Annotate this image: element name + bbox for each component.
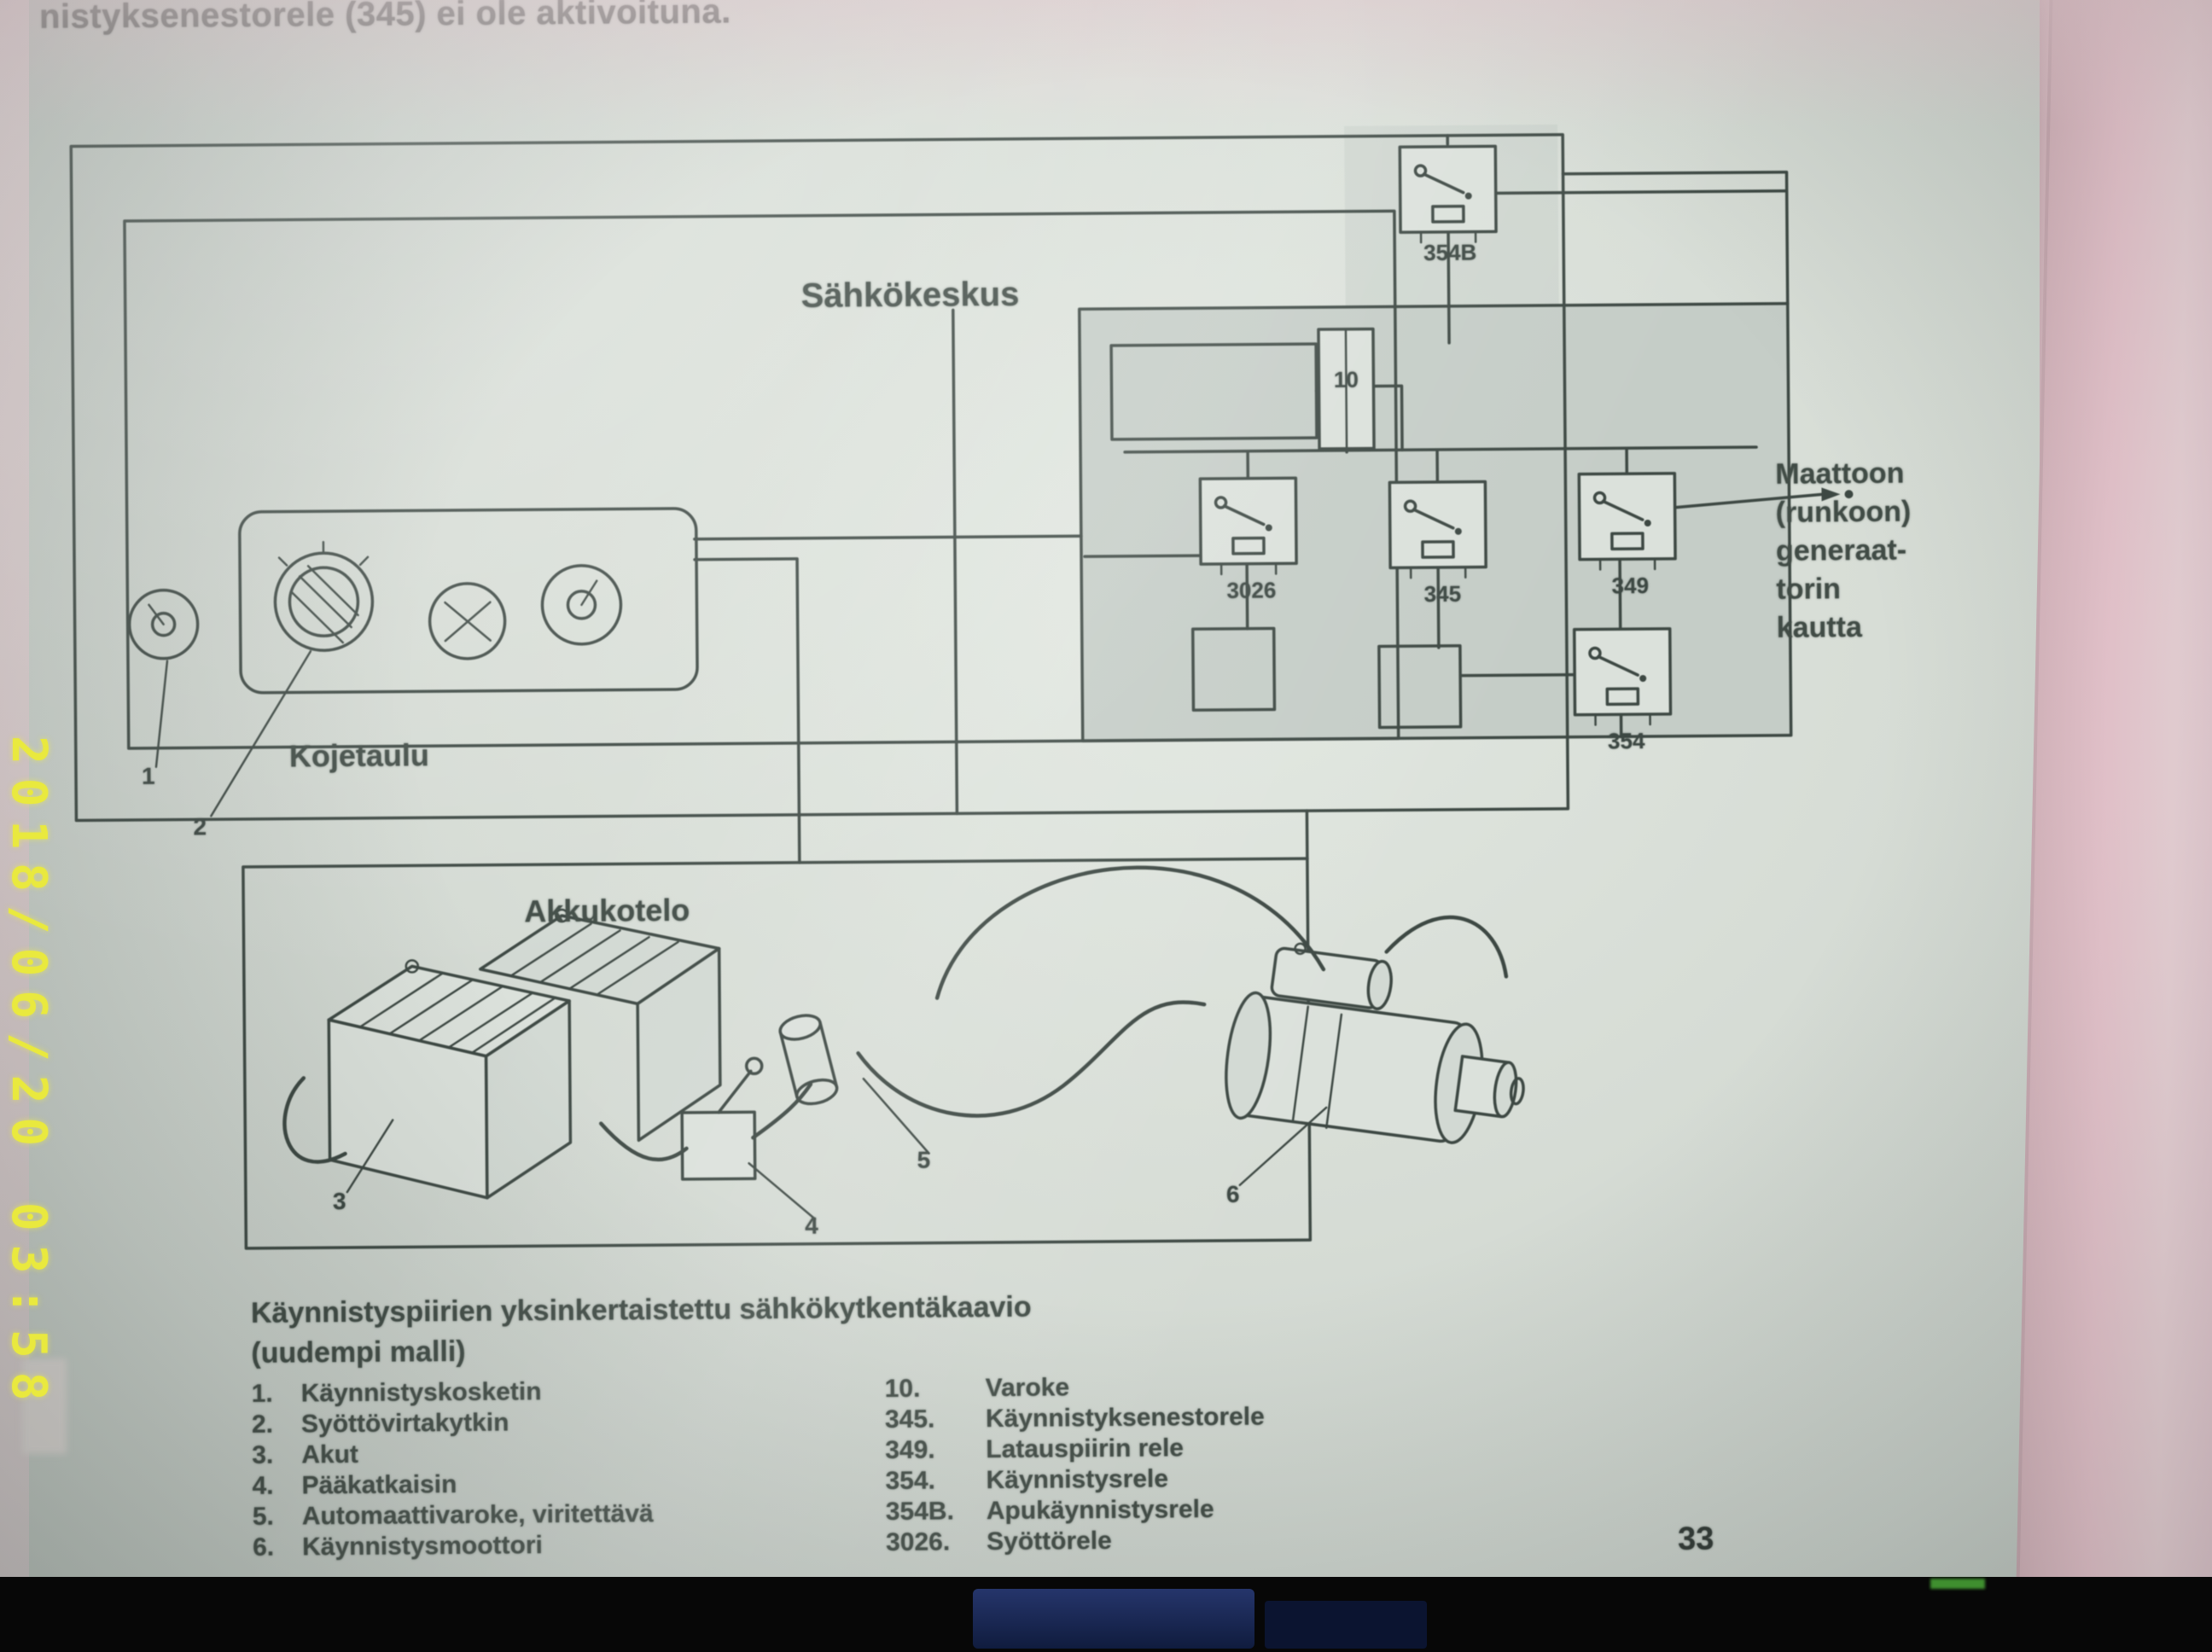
callout-2: 2 [193,813,207,841]
fuse-10-symbol [1317,327,1376,451]
legend-item: 4. Pääkatkaisin [252,1468,653,1502]
gauge-3 [428,582,507,660]
legend-item-number: 3. [252,1440,274,1469]
legend-item-number: 349. [885,1435,935,1465]
relay-354-label: 354 [1607,728,1645,754]
legend-item-number: 4. [252,1471,274,1500]
page-number: 33 [1677,1521,1714,1557]
legend-item-label: Käynnistysrele [986,1464,1169,1495]
relay-354-symbol [1572,627,1673,727]
label-kojetaulu: Kojetaulu [288,737,430,774]
relay-354b-symbol [1398,144,1498,245]
legend-item-number: 354B. [885,1497,955,1527]
legend-item: 5. Automaattivaroke, viritettävä [253,1498,654,1533]
callout-leaders [154,650,1328,1220]
label-akkukotelo: Akkukotelo [524,892,690,929]
ignition-switch [273,540,375,652]
ground-note-line: torin [1776,573,1842,606]
legend-item-number: 10. [884,1374,921,1404]
legend-item: 354. Käynnistysrele [885,1463,1265,1497]
ground-note-line: (runkoon) [1775,495,1912,529]
relay-345-symbol [1388,480,1487,580]
legend-right-column: 10. Varoke 345. Käynnistyksenestorele 349.… [885,1371,1266,1558]
relay-345-label: 345 [1423,580,1462,608]
photo-left-highlight [22,1358,67,1454]
camera-timestamp: 2018/06/20 03:58 [1,736,56,1415]
batteries-drawing [327,908,722,1200]
relay-354b-label: 354B [1423,239,1477,266]
gauge-4 [540,564,623,646]
instrument-panel [127,507,699,695]
wire-runs [693,134,1854,864]
legend-title: Käynnistyspiirien yksinkertaistettu sähk… [250,1290,1032,1329]
legend-item-label: Syöttövirtakytkin [300,1408,509,1439]
legend-item-number: 6. [252,1533,275,1562]
ground-note: Maattoon (runkoon) generaat- torin kautt… [1775,454,2024,648]
bezel-green-led [1930,1579,1985,1589]
label-sahkokeskus: Sähkökeskus [800,275,1020,315]
relay-349-symbol [1577,472,1677,572]
legend-item-label: Käynnistyksenestorele [985,1402,1265,1434]
battery-cables [282,865,1509,1164]
legend-subtitle: (uudempi malli) [251,1335,466,1370]
legend-item-label: Pääkatkaisin [301,1470,457,1500]
fuse-10-label: 10 [1333,366,1359,393]
callout-1: 1 [141,762,155,789]
auto-fuse-drawing [778,1014,839,1106]
callout-6: 6 [1225,1180,1240,1207]
legend-item-label: Apukäynnistysrele [986,1495,1214,1526]
legend-item-number: 3026. [885,1527,951,1557]
bezel-blue-reflection-2 [1265,1601,1427,1649]
legend-left-column: 1. Käynnistyskosketin 2. Syöttövirtakytkin… [252,1376,654,1563]
photo-right-edge [2016,0,2212,1597]
legend-item-label: Varoke [985,1373,1070,1403]
bezel-blue-reflection [973,1589,1254,1649]
ground-note-line: Maattoon [1775,457,1905,491]
starter-motor-drawing [1225,942,1525,1144]
legend-item-number: 5. [252,1502,275,1531]
legend-item: 349. Latauspiirin rele [885,1433,1265,1466]
legend-item-number: 345. [884,1405,935,1434]
callout-4: 4 [805,1212,818,1239]
legend-item: 10. Varoke [885,1371,1265,1405]
legend-item-label: Automaattivaroke, viritettävä [301,1499,654,1531]
legend-item-label: Käynnistysmoottori [301,1531,543,1562]
manual-page [26,0,2040,1604]
legend-title-block: Käynnistyspiirien yksinkertaistettu sähk… [251,1291,1032,1370]
ground-note-line: kautta [1776,611,1863,644]
photo-left-edge [0,0,29,1596]
legend-item: 3. Akut [252,1437,653,1471]
ground-note-line: generaat- [1775,533,1907,567]
legend-item: 345. Käynnistyksenestorele [885,1402,1265,1435]
legend-item-label: Syöttörele [986,1526,1112,1556]
legend-item-number: 354. [885,1466,936,1496]
callout-3: 3 [332,1188,346,1215]
legend-item-label: Käynnistyskosketin [300,1377,542,1408]
legend-item: 2. Syöttövirtakytkin [252,1406,653,1440]
legend-item: 1. Käynnistyskosketin [252,1376,653,1410]
legend-item-number: 1. [251,1379,273,1408]
legend-item-number: 2. [251,1410,274,1439]
relay-3026-label: 3026 [1226,577,1277,603]
legend-item: 354B. Apukäynnistysrele [886,1494,1266,1527]
legend-item: 6. Käynnistysmoottori [253,1529,654,1563]
main-switch-drawing [680,1056,764,1181]
legend-item-label: Latauspiirin rele [986,1434,1185,1464]
relay-3026-symbol [1198,476,1298,576]
callout-5: 5 [917,1146,931,1173]
relay-349-label: 349 [1611,573,1650,599]
screen-bezel [0,1577,2212,1652]
gauge-1 [127,588,200,660]
legend-item: 3026. Syöttörele [886,1525,1266,1558]
legend-item-label: Akut [301,1440,359,1469]
intro-text: nistyksenestorele (345) ei ole aktivoitu… [38,0,731,36]
